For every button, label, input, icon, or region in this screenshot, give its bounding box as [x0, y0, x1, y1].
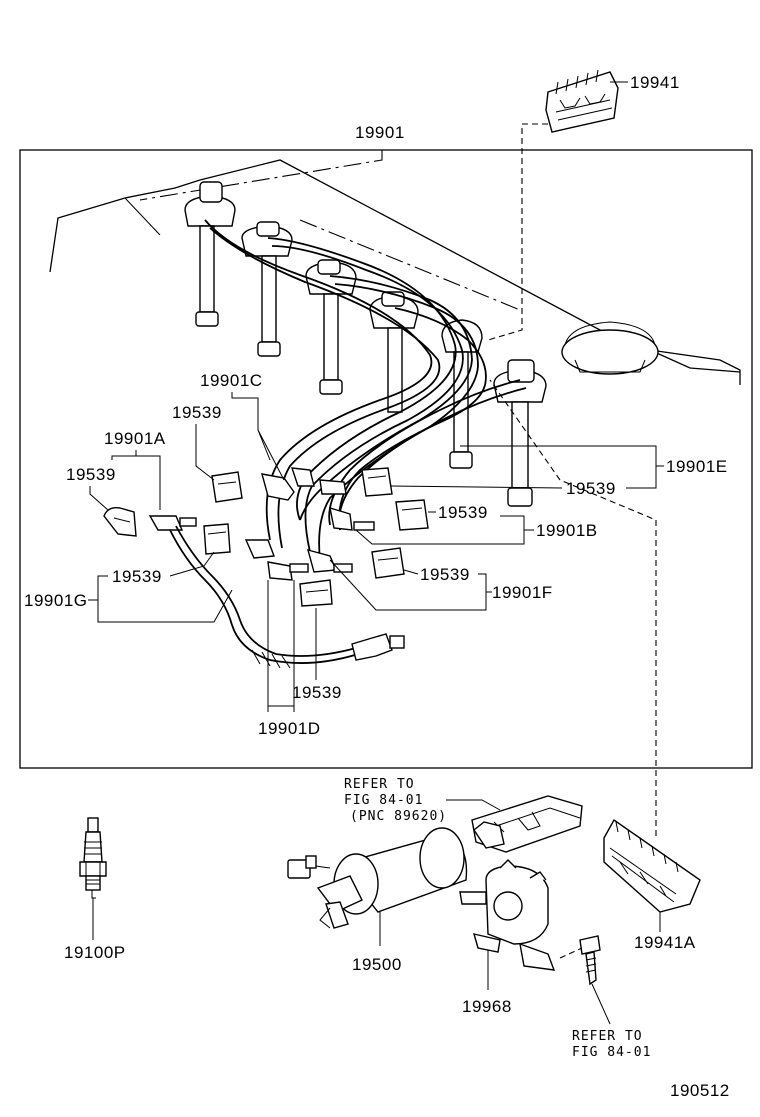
leader-bolt	[591, 983, 611, 1025]
label-19539-a: 19539	[66, 465, 116, 484]
leader-19901A	[135, 450, 161, 510]
label-19941: 19941	[630, 73, 680, 92]
wire-holders-19539	[103, 467, 429, 607]
label-19539-f: 19539	[420, 565, 470, 584]
leader-19901B	[355, 515, 525, 545]
bracket-bolt	[579, 935, 601, 986]
spark-plug	[79, 817, 107, 899]
leader-19901-dashdot	[139, 150, 383, 201]
ignition-coil	[287, 827, 468, 929]
label-19901A: 19901A	[104, 429, 166, 448]
plug-boots	[184, 181, 547, 507]
wire-clamp-19941A	[603, 818, 701, 913]
label-19941A: 19941A	[634, 933, 696, 952]
leader-19901A-b	[111, 455, 136, 460]
label-19539-d: 19539	[292, 683, 342, 702]
label-19901E: 19901E	[666, 457, 728, 476]
coil-wire-19901G	[169, 525, 405, 669]
wire-clamp-19941	[545, 69, 619, 133]
leader-19901D	[267, 580, 295, 712]
dashed-leader-19941	[487, 123, 548, 341]
label-19539-e: 19539	[566, 479, 616, 498]
leader-19901F	[329, 559, 487, 611]
leader-19901C	[231, 392, 285, 481]
wire-terminals	[148, 467, 375, 581]
dashed-leader-bolt	[559, 947, 583, 959]
label-19901F: 19901F	[492, 583, 553, 602]
leader-19539-a	[89, 486, 109, 511]
leader-19539-f	[403, 569, 419, 575]
label-19901D: 19901D	[258, 719, 321, 738]
dashed-leader-19941A	[489, 379, 657, 836]
assembly-frame	[19, 149, 753, 769]
label-19539-g: 19539	[112, 567, 162, 586]
label-19500: 19500	[352, 955, 402, 974]
igniter-ref-line1: REFER TO	[344, 777, 415, 792]
figure-id: 190512	[670, 1081, 730, 1100]
igniter-module	[471, 795, 583, 853]
label-19901G: 19901G	[24, 591, 88, 610]
label-19901B: 19901B	[536, 521, 598, 540]
bolt-ref-line1: REFER TO	[572, 1029, 643, 1044]
label-19901: 19901	[355, 123, 405, 142]
igniter-ref-line2: FIG 84-01	[344, 793, 423, 808]
engine-outline	[49, 159, 741, 385]
leader-igniter	[446, 799, 501, 811]
leader-19539-e	[389, 485, 563, 489]
label-19968: 19968	[462, 997, 512, 1016]
label-19100P: 19100P	[64, 943, 126, 962]
oil-filler-cap	[561, 321, 659, 375]
leader-19901G	[97, 575, 233, 623]
coil-bracket	[459, 859, 556, 971]
label-19539-c: 19539	[172, 403, 222, 422]
igniter-ref-line3: (PNC 89620)	[350, 809, 447, 824]
leader-19539-g	[169, 551, 215, 577]
label-19539-b: 19539	[438, 503, 488, 522]
ignition-wire-bundle	[204, 219, 527, 561]
leader-19539-c	[195, 424, 215, 481]
label-19901C: 19901C	[200, 371, 263, 390]
bolt-ref-line2: FIG 84-01	[572, 1045, 651, 1060]
leader-19901E	[460, 445, 657, 489]
leader-dashdot-2	[299, 219, 521, 311]
